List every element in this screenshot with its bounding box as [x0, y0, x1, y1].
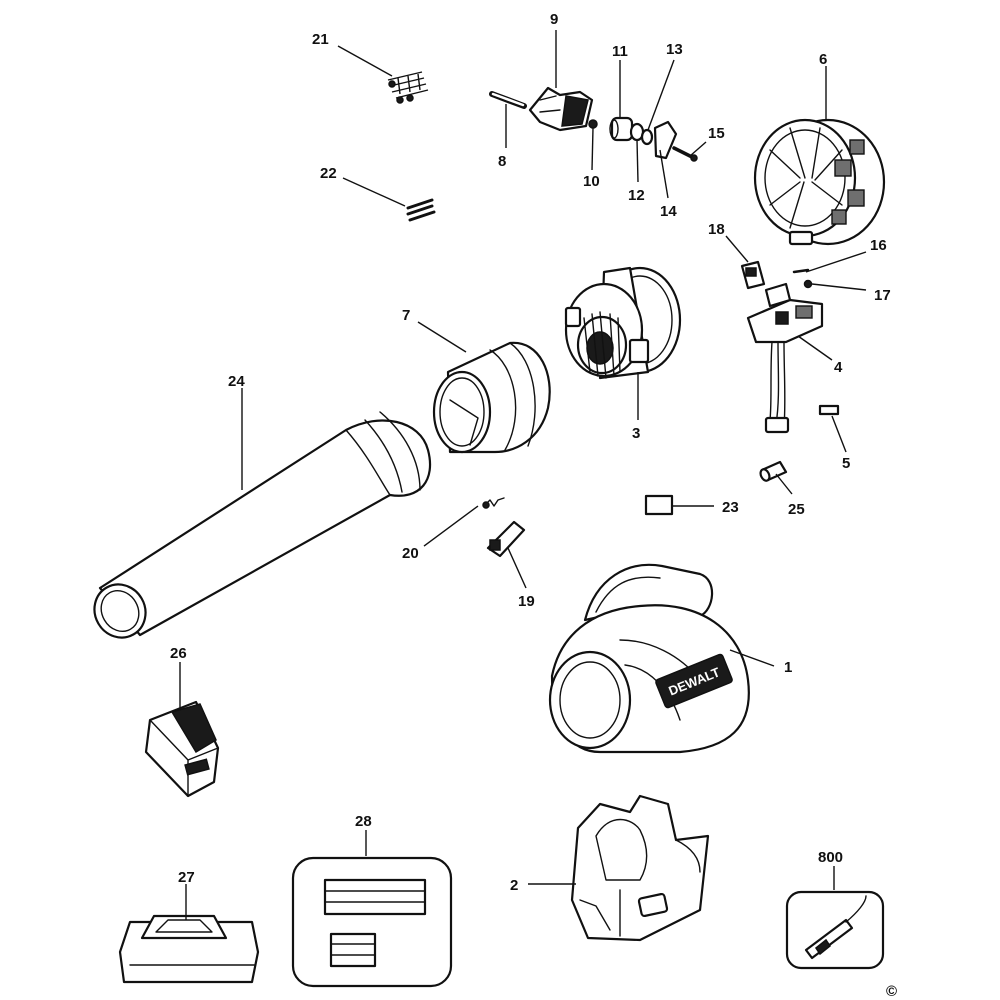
callout-26: 26	[170, 645, 187, 662]
callout-21: 21	[312, 31, 329, 48]
copyright-symbol: ©	[886, 983, 897, 1000]
leader-lines	[179, 30, 867, 920]
part-9-trigger[interactable]	[528, 86, 594, 132]
callout-9: 9	[550, 11, 558, 28]
part-5-block[interactable]	[818, 404, 840, 416]
part-24-blower-tube[interactable]	[85, 411, 432, 647]
part-27-charger[interactable]	[118, 914, 260, 984]
part-15-screw[interactable]	[672, 146, 698, 162]
part-25-capacitor[interactable]	[759, 460, 788, 482]
callout-24: 24	[228, 373, 245, 390]
part-4-switch-wiring[interactable]	[746, 282, 824, 434]
part-21-screw-set[interactable]	[387, 71, 429, 104]
callout-27: 27	[178, 869, 195, 886]
part-22-screws[interactable]	[406, 198, 436, 222]
callout-2: 2	[510, 877, 518, 894]
part-3-motor-fan[interactable]	[564, 266, 682, 380]
part-14-clip[interactable]	[653, 120, 678, 160]
callout-3: 3	[632, 425, 640, 442]
callout-8: 8	[498, 153, 506, 170]
part-17-screw[interactable]	[803, 279, 813, 289]
part-800-accessory[interactable]	[785, 890, 885, 970]
part-7-nozzle-adapter[interactable]	[432, 341, 551, 454]
callout-1: 1	[784, 659, 792, 676]
callout-12: 12	[628, 187, 645, 204]
callout-15: 15	[708, 125, 725, 142]
part-16-screw[interactable]	[792, 268, 810, 274]
part-8-pin[interactable]	[489, 91, 527, 109]
callout-16: 16	[870, 237, 887, 254]
callout-7: 7	[402, 307, 410, 324]
part-19-lock-switch[interactable]	[486, 520, 526, 558]
part-26-battery[interactable]	[144, 700, 220, 798]
part-10-screw[interactable]	[588, 119, 598, 129]
part-28-manual[interactable]	[291, 856, 453, 988]
callout-10: 10	[583, 173, 600, 190]
callout-23: 23	[722, 499, 739, 516]
callout-19: 19	[518, 593, 535, 610]
part-13-washer[interactable]	[640, 128, 654, 146]
callout-20: 20	[402, 545, 419, 562]
callout-5: 5	[842, 455, 850, 472]
callout-14: 14	[660, 203, 677, 220]
part-1-main-housing[interactable]: DEWALT	[548, 563, 750, 754]
part-6-rear-grille[interactable]	[753, 118, 886, 246]
callout-6: 6	[819, 51, 827, 68]
callout-17: 17	[874, 287, 891, 304]
part-20-spring[interactable]	[482, 497, 505, 509]
callout-18: 18	[708, 221, 725, 238]
part-11-bushing[interactable]	[609, 116, 634, 142]
callout-labels: 1 2 3 4 5 6 7 8 9 10 11 12 13 14 15 16 1…	[170, 11, 891, 894]
callout-22: 22	[320, 165, 337, 182]
part-2-base-housing[interactable]	[570, 794, 710, 942]
callout-25: 25	[788, 501, 805, 518]
callout-4: 4	[834, 359, 843, 376]
callout-11: 11	[612, 43, 628, 60]
part-18-terminal-block[interactable]	[740, 260, 766, 290]
callout-13: 13	[666, 41, 683, 58]
callout-28: 28	[355, 813, 372, 830]
callout-800: 800	[818, 849, 843, 866]
part-23-label[interactable]	[644, 494, 674, 516]
